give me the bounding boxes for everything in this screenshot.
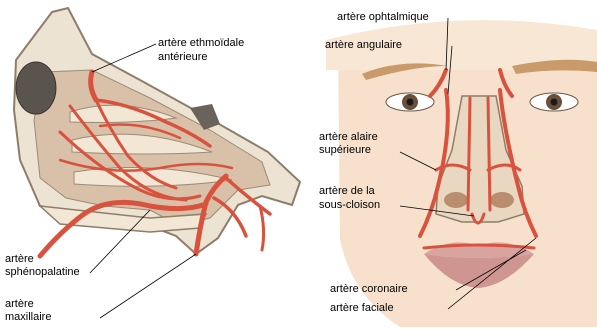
label-spheno-line2: sphénopalatine (5, 266, 80, 279)
label-maxillaire-line2: maxillaire (5, 311, 51, 324)
face-panel (326, 18, 597, 327)
eye-left (386, 93, 434, 111)
nostril-left (444, 192, 468, 208)
label-spheno-line1: artère (5, 253, 34, 266)
dorsal-nasal-artery-2 (488, 98, 490, 210)
dorsal-nasal-artery-1 (468, 98, 470, 210)
nostril-right (490, 192, 514, 208)
label-alaire-line1: artère alaire (319, 131, 378, 144)
eye-right (530, 93, 578, 111)
label-souscloison-line1: artère de la (319, 185, 375, 198)
sphenoid-sinus (16, 62, 56, 114)
label-ethmoidale-line1: artère ethmoïdale (158, 37, 244, 50)
leader-maxillaire (100, 254, 196, 318)
label-ethmoidale-line2: antérieure (158, 51, 208, 64)
label-coronaire: artère coronaire (330, 283, 408, 296)
label-faciale: artère faciale (330, 302, 394, 315)
label-souscloison-line2: sous-cloison (319, 199, 380, 212)
label-maxillaire-line1: artère (5, 298, 34, 311)
label-alaire-line2: supérieure (319, 144, 371, 157)
label-ophtalmique: artère ophtalmique (337, 11, 429, 24)
label-angulaire: artère angulaire (325, 39, 402, 52)
maxillary-artery-branch-c (260, 206, 264, 250)
leader-ethmoidale (92, 44, 156, 72)
